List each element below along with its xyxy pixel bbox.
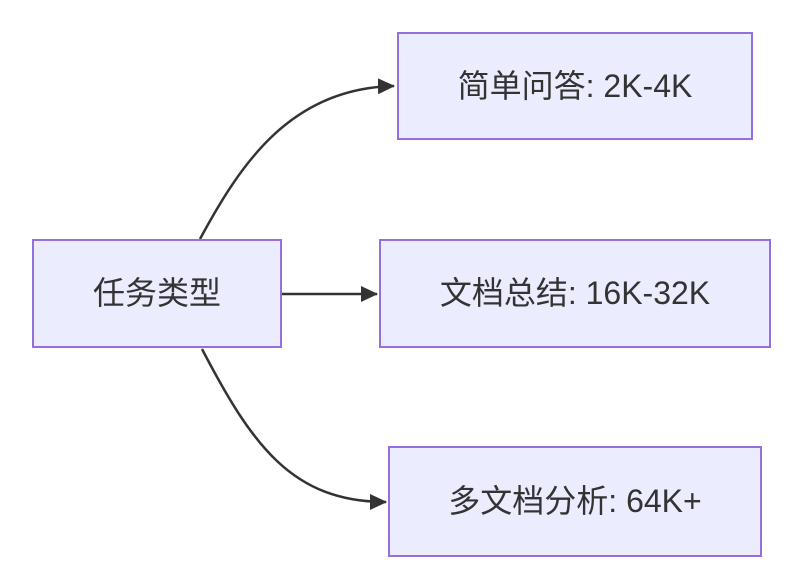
node-multi-doc-analysis-label: 多文档分析: 64K+ xyxy=(448,483,702,520)
node-simple-qa: 简单问答: 2K-4K xyxy=(397,32,753,140)
node-doc-summary: 文档总结: 16K-32K xyxy=(379,239,771,348)
node-doc-summary-label: 文档总结: 16K-32K xyxy=(439,275,711,312)
node-task-type-label: 任务类型 xyxy=(92,275,221,312)
node-simple-qa-label: 简单问答: 2K-4K xyxy=(457,67,693,104)
node-multi-doc-analysis: 多文档分析: 64K+ xyxy=(388,446,762,557)
edge-root-to-qa xyxy=(198,78,395,240)
edge-root-to-multidoc xyxy=(200,348,387,510)
node-task-type: 任务类型 xyxy=(32,239,282,348)
